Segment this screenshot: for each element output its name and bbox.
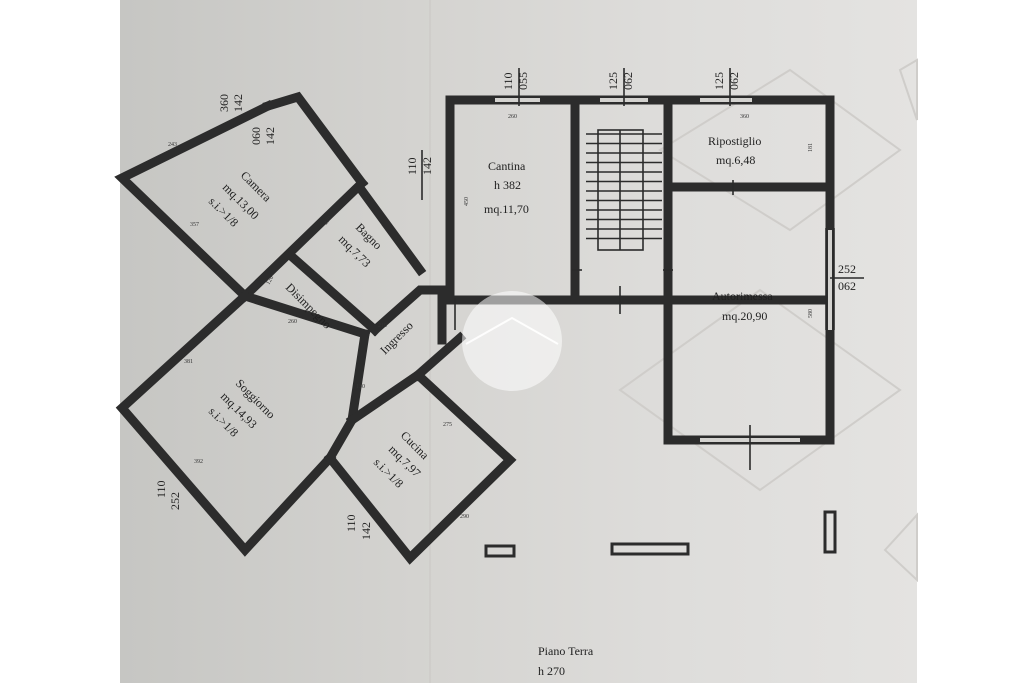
sd-soggiorno-bottom: 392 <box>194 459 203 465</box>
sd-disimpegno-side: 126 <box>266 275 276 286</box>
sd-cucina-side: 275 <box>443 422 452 428</box>
cantina-name: Cantina <box>488 159 526 173</box>
dim-ingresso-window-bottom: 142 <box>420 157 434 175</box>
autorimessa-area: mq.20,90 <box>722 309 767 323</box>
sd-camera-inner: 357 <box>190 222 199 228</box>
dim-camera-window-b-bottom: 142 <box>263 127 277 145</box>
floor-name: Piano Terra <box>538 644 594 658</box>
outdoor-fixtures <box>484 510 837 558</box>
door-ticks <box>454 180 751 470</box>
staircase <box>586 129 662 251</box>
floor-height: h 270 <box>538 664 565 678</box>
dim-ripostiglio-window-bottom: 062 <box>727 72 741 90</box>
dim-soggiorno-window-bottom: 252 <box>168 492 182 510</box>
dim-cucina-window-top: 110 <box>344 514 358 532</box>
dim-autorimessa-window-top: 252 <box>838 262 856 276</box>
sd-autorimessa-side: 580 <box>808 309 814 318</box>
play-icon <box>465 316 559 345</box>
dim-cantina-window-top: 110 <box>501 72 515 90</box>
dim-ingresso-window-top: 110 <box>405 157 419 175</box>
sd-soggiorno-side: 381 <box>184 359 193 365</box>
sd-ingresso-bottom: 130 <box>356 384 365 390</box>
dim-ripostiglio-window-top: 125 <box>712 72 726 90</box>
left-wing-walls <box>114 91 517 565</box>
autorimessa-name: Autorimessa <box>712 289 773 303</box>
dim-cantina-window-bottom: 055 <box>516 72 530 90</box>
sd-ingresso-side: 210 <box>378 323 387 329</box>
cantina-area: mq.11,70 <box>484 202 529 216</box>
sd-cucina-bottom: 290 <box>460 514 469 520</box>
sd-bagno-side: 230 <box>323 216 333 227</box>
ripostiglio-name: Ripostiglio <box>708 134 761 148</box>
dim-autorimessa-window-bottom: 062 <box>838 279 856 293</box>
sd-disimpegno-w: 260 <box>288 319 297 325</box>
cantina-height: h 382 <box>494 178 521 192</box>
dim-camera-window-a-top: 360 <box>217 94 231 112</box>
sd-camera-side: 243 <box>168 142 177 148</box>
sd-cantina-side: 450 <box>464 197 470 206</box>
ripostiglio-area: mq.6,48 <box>716 153 755 167</box>
dim-soggiorno-window-top: 110 <box>154 480 168 498</box>
dim-stair-window-top: 125 <box>606 72 620 90</box>
dim-stair-window-bottom: 062 <box>621 72 635 90</box>
dim-camera-window-a-bottom: 142 <box>231 94 245 112</box>
play-overlay-button[interactable] <box>462 291 562 391</box>
small-dimensions: 243 357 230 260 126 210 130 381 392 275 … <box>168 114 814 520</box>
sd-cantina-top: 260 <box>508 114 517 120</box>
dim-camera-window-b-top: 060 <box>249 127 263 145</box>
sd-ripostiglio-top: 360 <box>740 114 749 120</box>
dim-cucina-window-bottom: 142 <box>359 522 373 540</box>
sd-ripostiglio-side: 181 <box>808 143 814 152</box>
dimension-labels: 110 055 125 062 125 062 110 142 360 142 … <box>154 68 864 540</box>
